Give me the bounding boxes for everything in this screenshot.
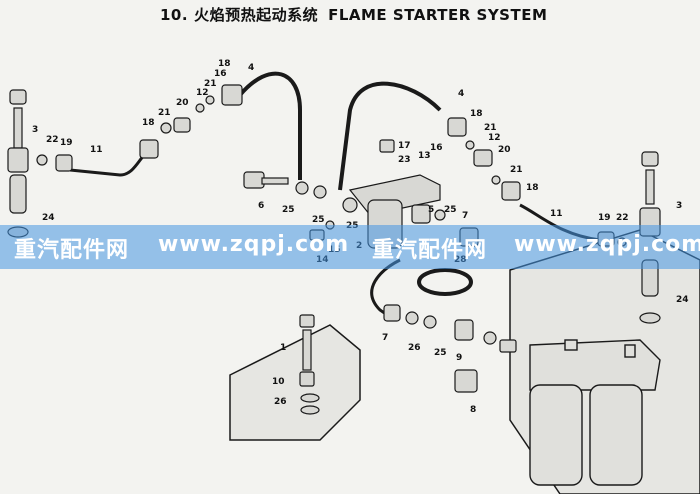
label-13: 13	[418, 151, 431, 161]
label-21b-right: 21	[510, 165, 523, 175]
label-25-d: 25	[444, 205, 457, 215]
label-21b-left: 21	[204, 79, 217, 89]
watermark-text-2: 重汽配件网	[372, 238, 488, 263]
label-19-left: 19	[60, 138, 73, 148]
title-chinese: 火焰预热起动系统	[194, 6, 319, 24]
label-21-right: 21	[484, 123, 497, 133]
label-3-left: 3	[32, 125, 38, 135]
flame-plug-left	[7, 89, 29, 238]
label-8: 8	[470, 405, 476, 415]
label-25-b: 25	[312, 215, 325, 225]
label-22-left: 22	[46, 135, 59, 145]
label-12-right: 12	[488, 133, 501, 143]
label-1: 1	[280, 343, 286, 353]
label-17: 17	[398, 141, 411, 151]
page-title: 10. 火焰预热起动系统 FLAME STARTER SYSTEM	[160, 4, 547, 25]
label-25-e: 25	[434, 348, 447, 358]
label-7-upper: 7	[462, 211, 468, 221]
label-11-left: 11	[90, 145, 103, 155]
label-18-right: 18	[470, 109, 483, 119]
watermark-url-1: www.zqpj.com	[158, 232, 350, 257]
label-11-right: 11	[550, 209, 563, 219]
label-4-left: 4	[248, 63, 254, 73]
label-18-left: 18	[142, 118, 155, 128]
label-3-right: 3	[676, 201, 682, 211]
label-18b-left: 18	[218, 59, 231, 69]
label-23: 23	[398, 155, 411, 165]
label-5: 5	[428, 205, 434, 215]
label-16-left: 16	[214, 69, 227, 79]
fittings-lower	[383, 304, 517, 393]
label-20-right: 20	[498, 145, 511, 155]
title-english: FLAME STARTER SYSTEM	[328, 6, 548, 24]
fuel-line-11-left	[69, 148, 151, 177]
fuel-line-4-right	[338, 81, 442, 191]
label-24-left: 24	[42, 213, 55, 223]
label-16-center: 16	[430, 143, 443, 153]
label-10: 10	[272, 377, 285, 387]
label-24-right: 24	[676, 295, 689, 305]
label-26-lower: 26	[408, 343, 421, 353]
label-21-left: 21	[158, 108, 171, 118]
fuel-line-4-left	[238, 71, 302, 180]
label-20-left: 20	[176, 98, 189, 108]
label-19-right: 19	[598, 213, 611, 223]
label-9: 9	[456, 353, 462, 363]
label-18b-right: 18	[526, 183, 539, 193]
watermark-text-1: 重汽配件网	[14, 238, 130, 263]
label-7-lower: 7	[382, 333, 388, 343]
fuel-filter-assembly	[529, 339, 661, 486]
label-4-right: 4	[458, 89, 464, 99]
label-12-left: 12	[196, 88, 209, 98]
clamp-ring	[417, 268, 473, 296]
label-26-left: 26	[274, 397, 287, 407]
engine-block-left	[229, 324, 361, 441]
label-25-a: 25	[282, 205, 295, 215]
title-number: 10.	[160, 6, 189, 24]
label-6: 6	[258, 201, 264, 211]
watermark-url-2: www.zqpj.com	[514, 232, 700, 257]
fittings-left	[36, 84, 243, 172]
label-22-right: 22	[616, 213, 629, 223]
solenoid-valve	[299, 314, 320, 415]
watermark-band	[0, 225, 700, 269]
